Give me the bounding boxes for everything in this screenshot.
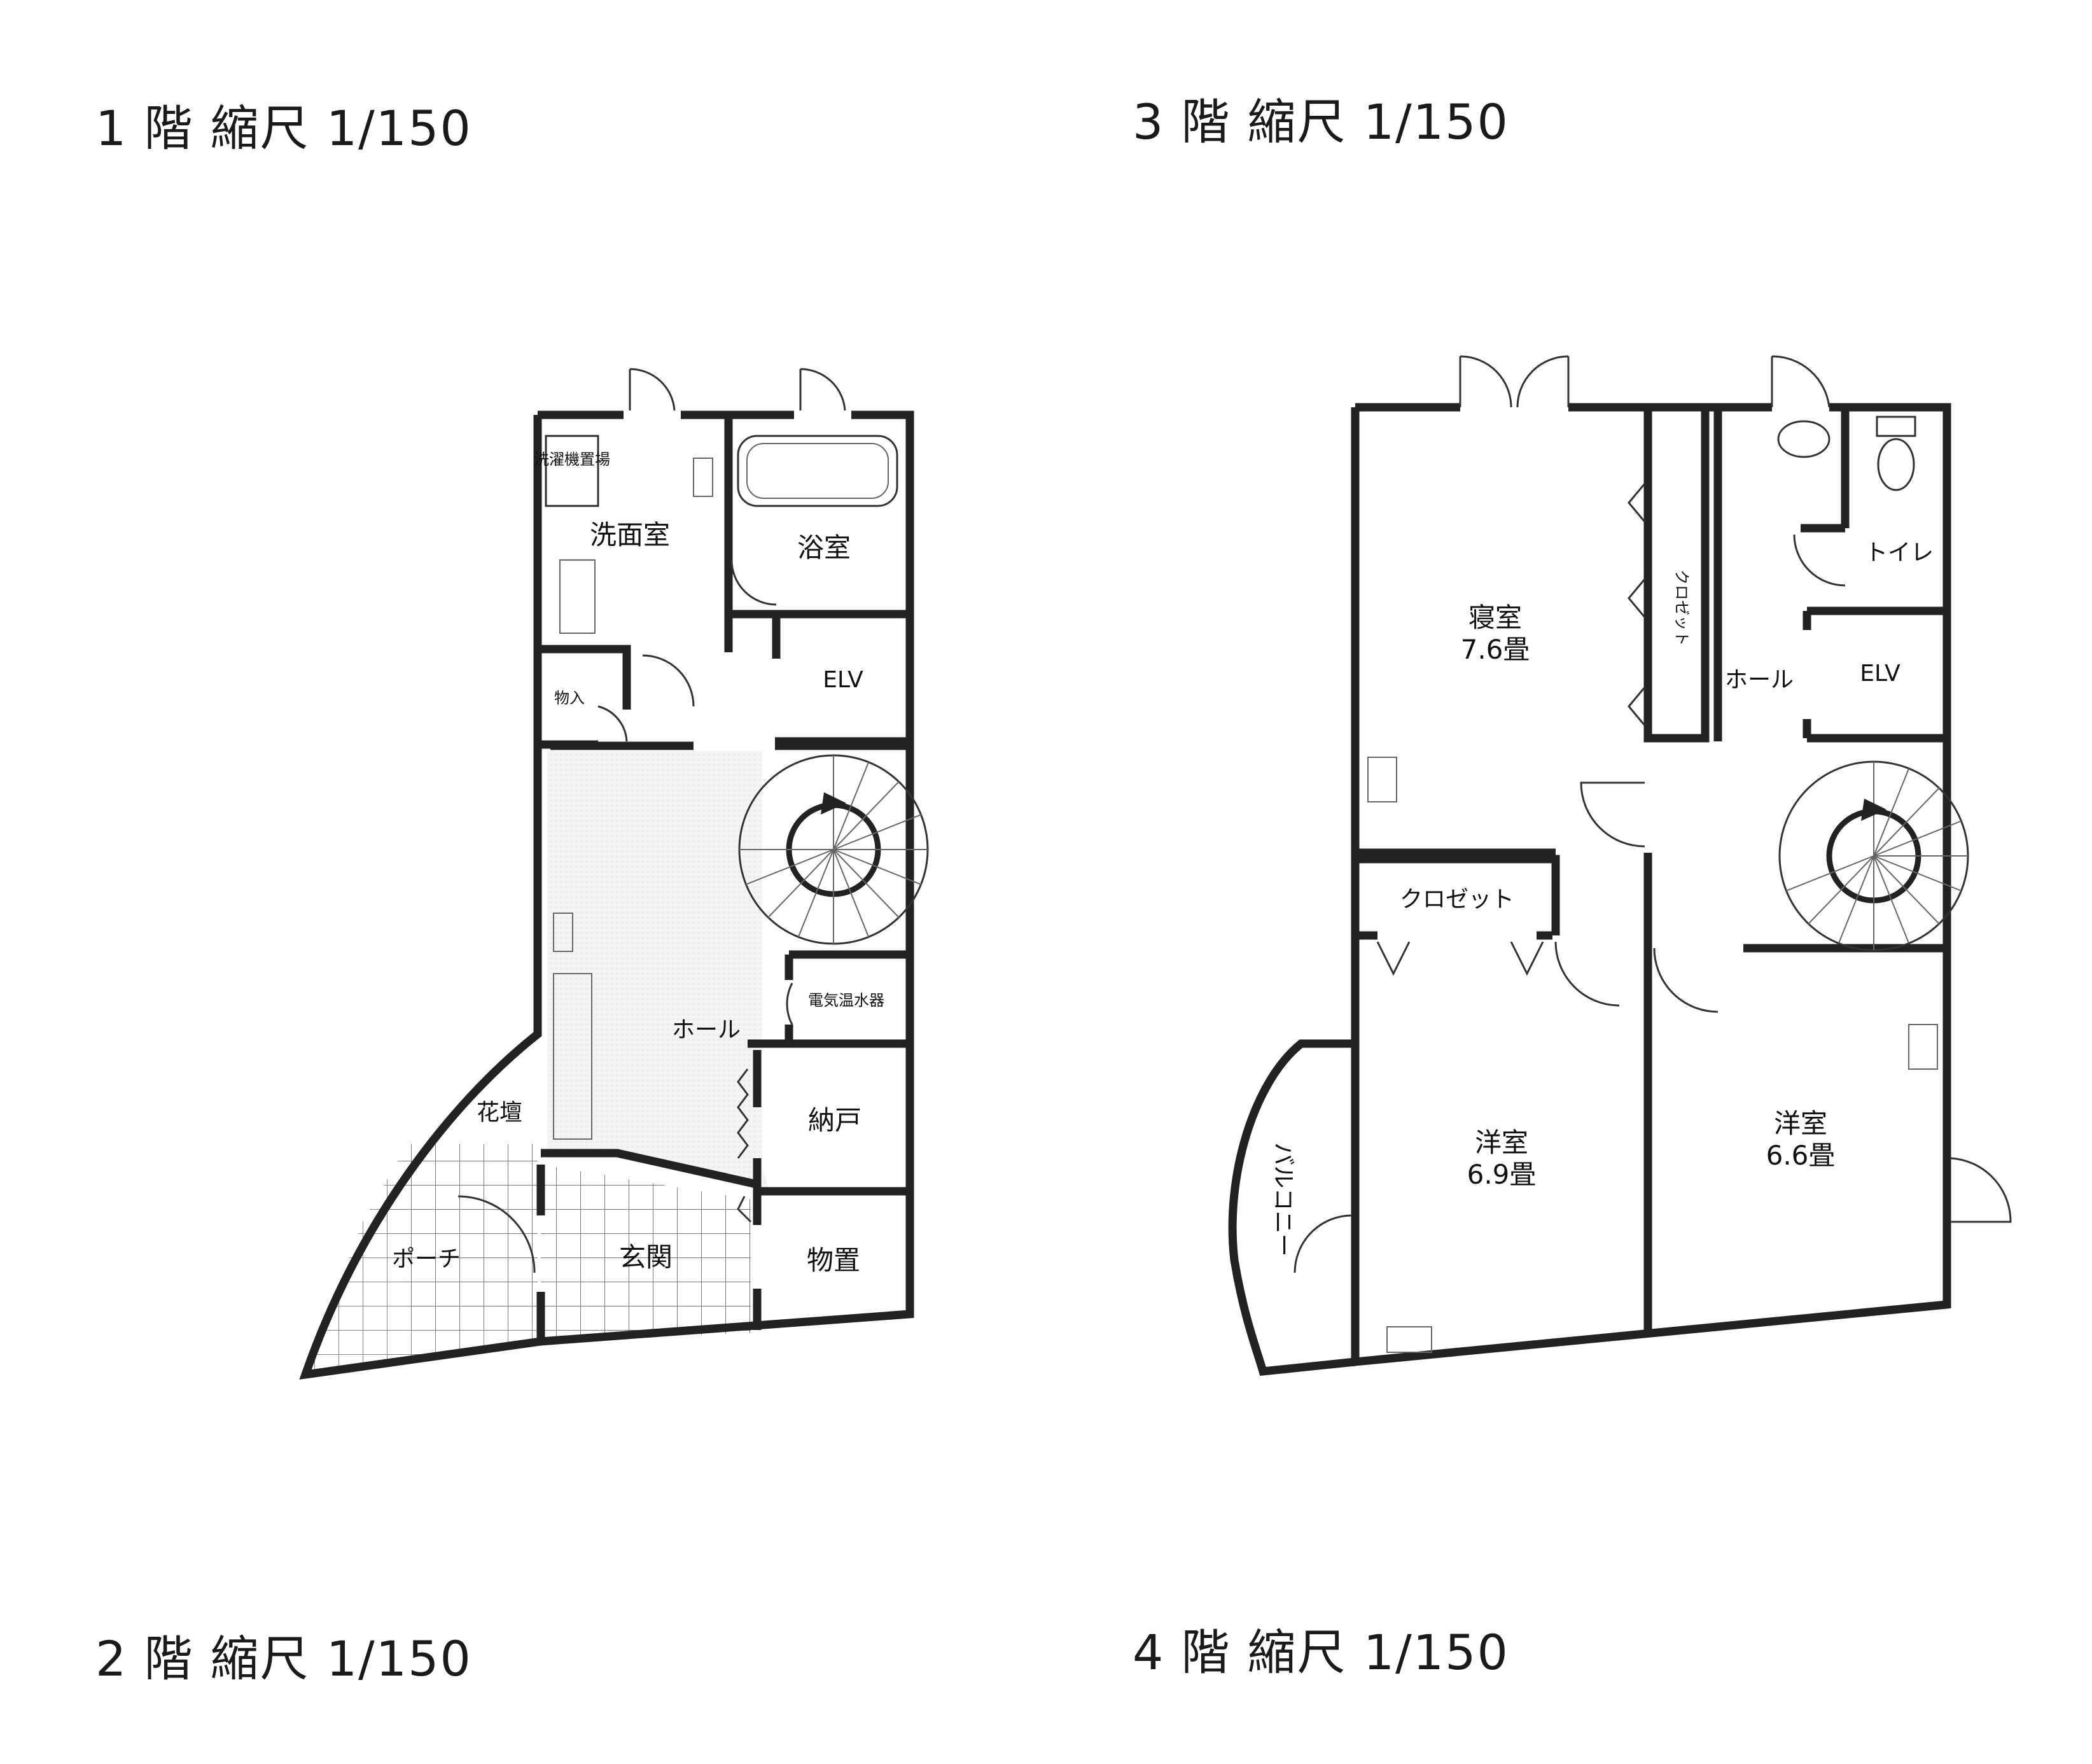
label-porch: ポーチ: [392, 1246, 461, 1272]
door-arc-room-b-ext: [1949, 1157, 2012, 1223]
folding-door-monooki: [737, 1196, 752, 1223]
label-yokushitsu: 浴室: [797, 532, 851, 563]
spiral-staircase-right: [1778, 760, 1969, 951]
door-arc-bedroom: [1580, 781, 1645, 848]
floor-plan-left: 洗濯機置場 洗面室 浴室 ELV 物入 ホール 電気温水器 納戸 花壇 ポーチ …: [299, 368, 929, 1380]
shoe-cabinet: [553, 973, 592, 1140]
door-arc-senmen-ext: [629, 368, 676, 411]
elv-wall-top: [724, 614, 781, 659]
door-arc-hall-ext: [1771, 355, 1830, 408]
label-toilet: トイレ: [1865, 540, 1934, 566]
window-marker-room-a: [1386, 1326, 1432, 1353]
door-arc-genkan: [457, 1195, 536, 1273]
bathtub-inner: [746, 443, 889, 499]
genkan-wall: [541, 1149, 755, 1188]
label-balcony: バルコニー: [1270, 1142, 1296, 1256]
floor4-scale-heading: 4 階 縮尺 1/150: [1133, 1624, 1509, 1681]
label-elv-right: ELV: [1860, 661, 1900, 687]
label-denki: 電気温水器: [808, 991, 884, 1009]
label-yoshitsu-b-size: 6.6畳: [1766, 1140, 1836, 1171]
door-arc-bath-ext: [799, 368, 846, 411]
vanity: [559, 559, 596, 634]
label-genkan: 玄関: [619, 1242, 673, 1273]
door-arc-heater: [786, 983, 793, 1025]
spiral-staircase-left: [738, 754, 929, 945]
toilet-bowl-a: [1777, 420, 1830, 458]
window-marker: [693, 458, 713, 497]
label-hall-right: ホール: [1725, 667, 1794, 693]
floor1-scale-heading: 1 階 縮尺 1/150: [95, 100, 472, 157]
door-arc-bedroom-ext: [1459, 355, 1570, 408]
porch-tiles-lower: [305, 1144, 538, 1371]
toilet-wall: [1801, 410, 1850, 533]
outer-wall-right-plan: [1351, 403, 1951, 1367]
washer-space: [545, 435, 599, 507]
hall-floor: [547, 751, 770, 1190]
door-arc-monoire: [597, 705, 628, 742]
label-yoshitsu-b: 洋室: [1774, 1108, 1827, 1139]
floor2-scale-heading: 2 階 縮尺 1/150: [95, 1630, 472, 1687]
label-monooki: 物置: [807, 1245, 860, 1276]
label-nando: 納戸: [808, 1105, 861, 1136]
door-arc-room-a: [1554, 941, 1620, 1007]
folding-door-closet-vertical: [1628, 483, 1646, 726]
window-marker-room-b: [1908, 1024, 1938, 1070]
folding-door-closet: [1376, 941, 1544, 976]
label-kadan: 花壇: [477, 1100, 522, 1126]
label-sentakuki: 洗濯機置場: [534, 451, 610, 468]
label-hall-left: ホール: [672, 1017, 741, 1043]
toilet-tank: [1876, 416, 1916, 437]
floor-plan-right: 寝室 7.6畳 クロゼット トイレ ホール ELV クロゼット 洋室 6.9畳 …: [1228, 355, 2012, 1376]
label-shinshitsu: 寝室: [1468, 602, 1522, 633]
bath-wall: [724, 419, 907, 619]
door-arc-bath: [730, 559, 777, 606]
genkan-tiles: [541, 1165, 751, 1340]
label-shinshitsu-size: 7.6畳: [1461, 634, 1530, 665]
balcony-wall: [1228, 1039, 1356, 1376]
label-closet: クロゼット: [1400, 886, 1514, 913]
window-marker-bedroom: [1367, 757, 1397, 802]
door-arc-senmen: [642, 654, 695, 707]
storage-top-wall: [541, 645, 631, 710]
label-yoshitsu-a-size: 6.9畳: [1467, 1159, 1537, 1190]
door-arc-balcony: [1294, 1214, 1353, 1273]
elv-walls-right: [1807, 606, 1944, 743]
toilet-bowl-b: [1877, 438, 1915, 491]
door-arc-toilet: [1793, 534, 1846, 587]
label-monoire: 物入: [554, 689, 585, 707]
label-closet-vertical: クロゼット: [1673, 570, 1691, 646]
label-senmenshitsu: 洗面室: [590, 519, 670, 550]
window-marker-hall: [553, 913, 573, 952]
door-arc-room-b: [1653, 948, 1719, 1013]
bathtub: [737, 435, 898, 507]
closet-vertical-wall: [1643, 410, 1710, 743]
closet-box: [1351, 855, 1560, 935]
label-yoshitsu-a: 洋室: [1475, 1127, 1528, 1158]
folding-door-nando: [737, 1068, 749, 1159]
label-elv-left: ELV: [823, 667, 863, 693]
floor3-scale-heading: 3 階 縮尺 1/150: [1133, 94, 1509, 150]
outer-wall-left-plan: [299, 410, 914, 1380]
